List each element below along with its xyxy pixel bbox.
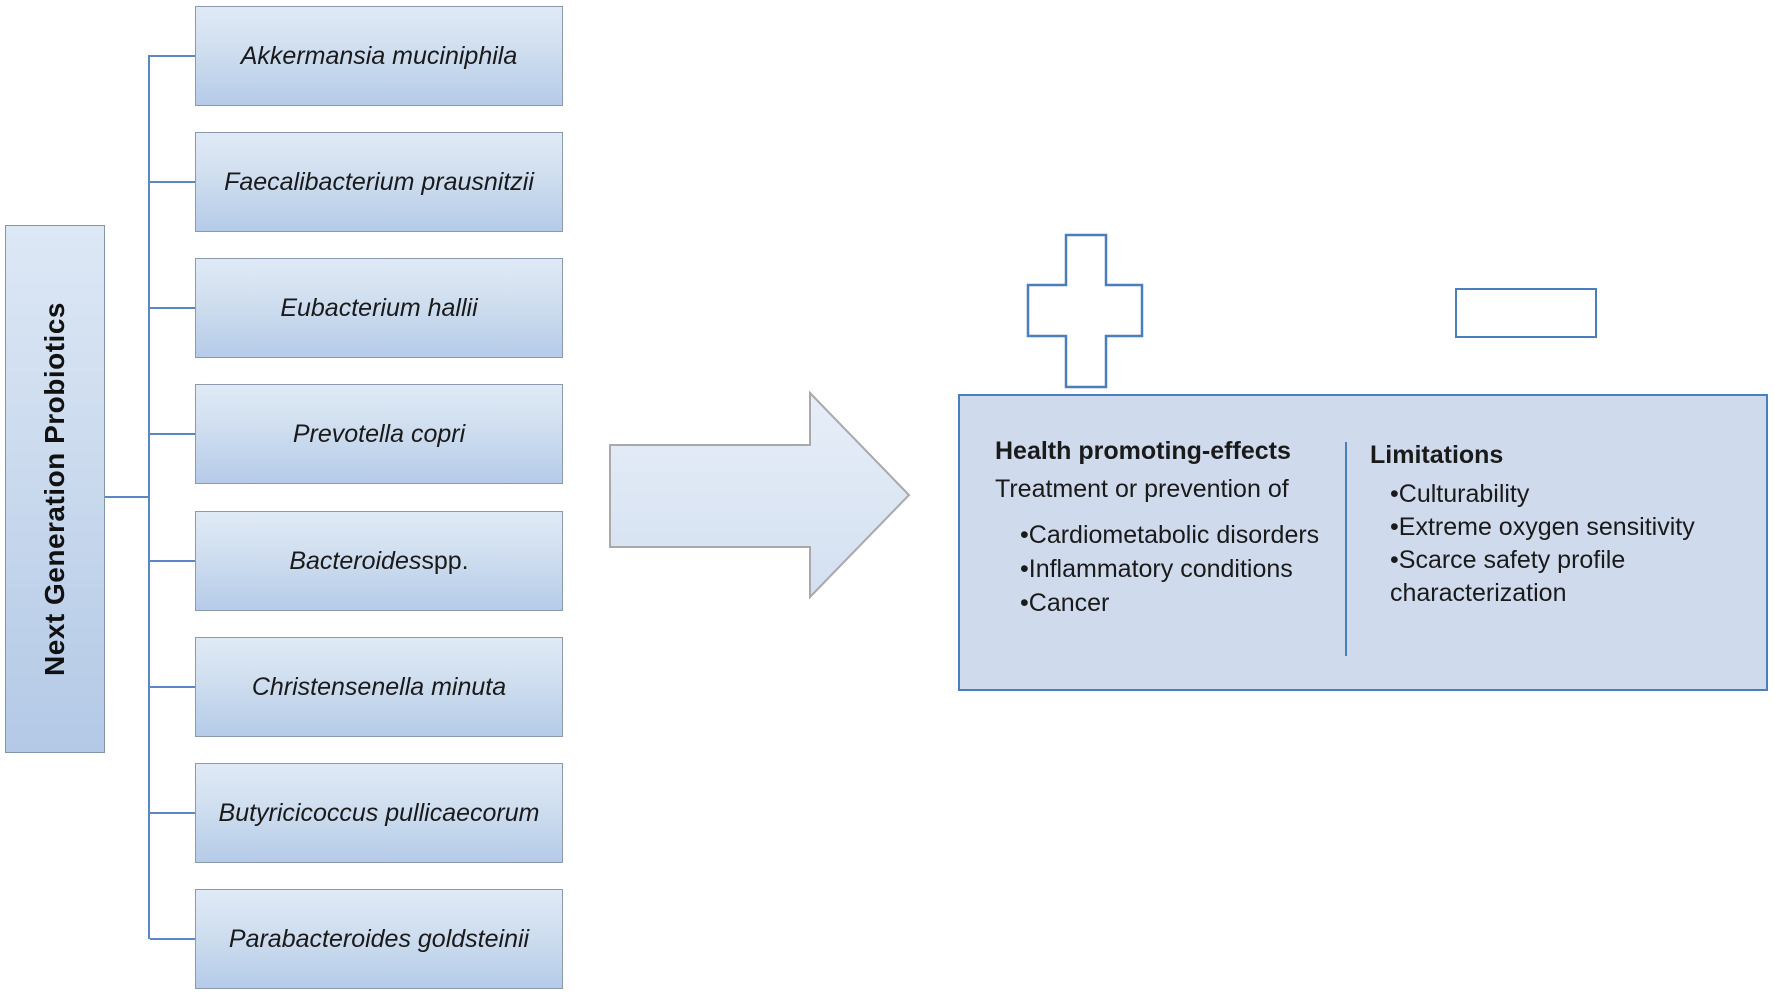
connector-stub xyxy=(150,812,196,814)
benefit-bullet: •Cancer xyxy=(1020,586,1350,620)
category-label: Next Generation Probiotics xyxy=(39,302,70,676)
limitations-section: Limitations •Culturability •Extreme oxyg… xyxy=(1370,440,1740,610)
species-box-eubacterium: Eubacterium hallii xyxy=(195,258,563,358)
benefits-bullet-list: •Cardiometabolic disorders •Inflammatory… xyxy=(995,518,1350,620)
bullet-marker: • xyxy=(1020,555,1029,583)
panel-divider xyxy=(1345,442,1347,656)
connector-stub xyxy=(150,307,196,309)
bullet-text: Cardiometabolic disorders xyxy=(1028,521,1320,549)
category-box: Next Generation Probiotics xyxy=(5,225,105,753)
bullet-marker: • xyxy=(1020,589,1029,617)
benefit-bullet: •Cardiometabolic disorders xyxy=(1020,518,1350,552)
bullet-marker: • xyxy=(1390,480,1399,508)
effects-panel: Health promoting-effects Treatment or pr… xyxy=(958,394,1768,691)
species-name: Bacteroides xyxy=(289,546,422,575)
bullet-text: Cancer xyxy=(1028,589,1110,617)
species-box-akkermansia: Akkermansia muciniphila xyxy=(195,6,563,106)
benefits-subheading: Treatment or prevention of xyxy=(995,475,1289,503)
connector-stub xyxy=(150,181,196,183)
species-name: Prevotella copri xyxy=(292,419,466,448)
species-name: Faecalibacterium prausnitzii xyxy=(224,167,534,196)
bullet-marker: • xyxy=(1390,513,1399,541)
benefits-heading: Health promoting-effects xyxy=(995,437,1291,465)
connector-stub xyxy=(150,560,196,562)
connector-category-link xyxy=(105,496,149,498)
species-box-bacteroides: Bacteroides spp. xyxy=(195,511,563,611)
species-name: Butyricicoccus pullicaecorum xyxy=(218,798,540,827)
connector-stub xyxy=(150,686,196,688)
species-name: Parabacteroides goldsteinii xyxy=(228,924,530,953)
connector-stub xyxy=(150,55,196,57)
connector-stub xyxy=(150,433,196,435)
limitation-bullet: •Extreme oxygen sensitivity xyxy=(1390,511,1740,544)
species-box-parabacteroides: Parabacteroides goldsteinii xyxy=(195,889,563,989)
bullet-marker: • xyxy=(1390,546,1399,574)
species-name: Eubacterium hallii xyxy=(280,293,478,322)
minus-icon xyxy=(1455,288,1597,338)
species-box-prevotella: Prevotella copri xyxy=(195,384,563,484)
benefits-section: Health promoting-effects Treatment or pr… xyxy=(995,436,1350,620)
species-name: Akkermansia muciniphila xyxy=(240,41,518,70)
species-box-christensenella: Christensenella minuta xyxy=(195,637,563,737)
connector-stub xyxy=(150,938,196,940)
bullet-text: Culturability xyxy=(1398,480,1530,508)
bullet-text: Inflammatory conditions xyxy=(1028,555,1293,583)
connector-trunk-line xyxy=(148,55,150,939)
limitation-bullet: •Culturability xyxy=(1390,478,1740,511)
species-name: Christensenella minuta xyxy=(251,672,507,701)
bullet-text: Scarce safety profile characterization xyxy=(1390,546,1626,607)
limitations-heading: Limitations xyxy=(1370,441,1504,469)
bullet-marker: • xyxy=(1020,521,1029,549)
limitation-bullet: •Scarce safety profile characterization xyxy=(1390,544,1740,610)
bullet-text: Extreme oxygen sensitivity xyxy=(1398,513,1695,541)
benefit-bullet: •Inflammatory conditions xyxy=(1020,552,1350,586)
species-box-butyricicoccus: Butyricicoccus pullicaecorum xyxy=(195,763,563,863)
right-arrow-icon xyxy=(609,390,911,600)
species-box-faecalibacterium: Faecalibacterium prausnitzii xyxy=(195,132,563,232)
plus-icon xyxy=(1026,233,1144,389)
limitations-bullet-list: •Culturability •Extreme oxygen sensitivi… xyxy=(1370,478,1740,610)
